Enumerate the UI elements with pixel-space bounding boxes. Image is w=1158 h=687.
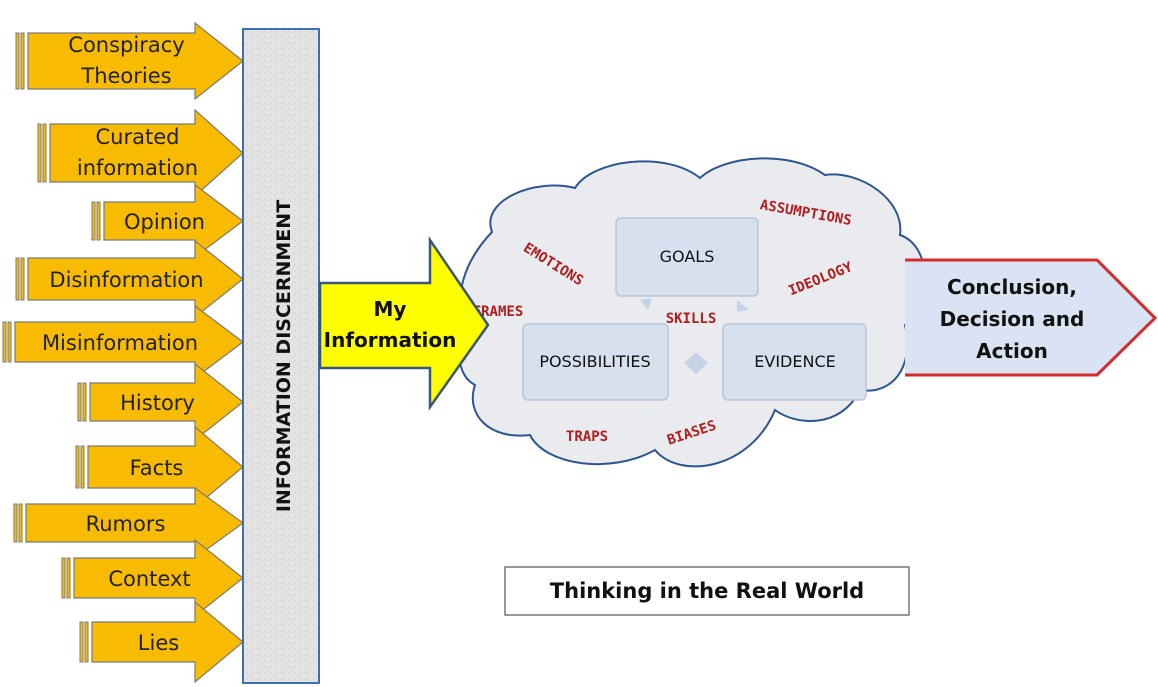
input-arrow-label: Conspiracy xyxy=(68,33,184,57)
arrow-tail-stripe xyxy=(84,621,89,663)
goals-to-evidence-arrow xyxy=(737,300,749,312)
arrow-tail-stripe xyxy=(61,557,66,599)
caption-box xyxy=(504,566,910,616)
arrow-tail-stripe xyxy=(80,445,85,489)
arrow-tail-stripe xyxy=(42,123,47,183)
input-arrow-label: information xyxy=(77,156,198,180)
caption-text: Thinking in the Real World xyxy=(550,579,864,603)
input-arrow: Context xyxy=(61,538,244,618)
evidence-box xyxy=(722,323,867,401)
goals-box xyxy=(615,217,759,297)
information-discernment-label: INFORMATION DISCERNMENT xyxy=(273,200,295,512)
conclusion-line3: Action xyxy=(976,339,1048,363)
arrow-tail-stripe xyxy=(82,382,87,422)
input-arrow-label: Facts xyxy=(130,456,184,480)
arrow-tail-stripe xyxy=(7,321,12,363)
arrow-tail-stripe xyxy=(15,32,20,90)
arrow-tail-stripe xyxy=(18,503,23,543)
arrow-tail-stripe xyxy=(20,32,25,90)
input-arrow-label: Opinion xyxy=(124,210,205,234)
my-information-line1: My xyxy=(374,297,407,321)
arrow-tail-stripe xyxy=(96,201,101,241)
conclusion-arrow xyxy=(905,258,1158,377)
input-arrow-shape xyxy=(27,239,244,319)
arrow-tail-stripe xyxy=(66,557,71,599)
input-arrow: Facts xyxy=(75,425,244,509)
input-arrow-shape xyxy=(73,538,244,618)
possibilities-label: POSSIBILITIES xyxy=(539,352,650,371)
input-arrow-shape xyxy=(91,600,244,684)
input-arrow-label: Context xyxy=(108,567,190,591)
skills-word: SKILLS xyxy=(666,311,717,327)
input-arrow: Misinformation xyxy=(2,304,244,380)
input-arrow-shape xyxy=(27,21,244,101)
possibilities-box xyxy=(522,323,669,401)
evidence-label: EVIDENCE xyxy=(754,352,835,371)
input-arrow-label: Disinformation xyxy=(49,268,203,292)
goals-label: GOALS xyxy=(660,247,715,266)
arrow-tail-stripe xyxy=(79,621,84,663)
input-arrow-label: Lies xyxy=(138,631,179,655)
input-arrow: Disinformation xyxy=(15,239,244,319)
input-arrow: Opinion xyxy=(91,183,244,259)
arrow-tail-stripe xyxy=(77,382,82,422)
arrow-tail-stripe xyxy=(13,503,18,543)
arrow-tail-stripe xyxy=(20,257,25,301)
input-arrow: Rumors xyxy=(13,486,245,560)
goals-to-possibilities-arrow xyxy=(640,298,652,310)
conclusion-line1: Conclusion, xyxy=(947,275,1077,299)
frames-word: FRAMES xyxy=(473,304,524,320)
input-arrow-label: Rumors xyxy=(86,512,166,536)
my-information-arrow xyxy=(318,235,490,411)
input-arrow-shape xyxy=(103,183,244,259)
input-arrow-label: Misinformation xyxy=(42,331,198,355)
input-arrow-shape xyxy=(49,108,244,198)
input-arrow-shape xyxy=(89,362,244,442)
input-arrow-label: Curated xyxy=(96,125,180,149)
information-discernment-bar xyxy=(242,28,320,684)
input-arrow: Curated information xyxy=(37,108,244,198)
arrow-tail-stripe xyxy=(15,257,20,301)
arrow-tail-stripe xyxy=(37,123,42,183)
input-arrow: History xyxy=(77,362,244,442)
conclusion-line2: Decision and xyxy=(940,307,1085,331)
possibilities-evidence-arrow xyxy=(684,352,708,374)
my-information-line2: Information xyxy=(324,328,457,352)
arrow-tail-stripe xyxy=(91,201,96,241)
input-arrow-shape xyxy=(87,425,244,509)
input-arrow-shape xyxy=(14,304,244,380)
input-arrow-label: History xyxy=(120,391,195,415)
input-arrow: Lies xyxy=(79,600,244,684)
input-arrow-shape xyxy=(25,486,245,560)
arrow-tail-stripe xyxy=(75,445,80,489)
input-arrow-label: Theories xyxy=(80,64,171,88)
traps-word: TRAPS xyxy=(566,429,608,445)
arrow-tail-stripe xyxy=(2,321,7,363)
